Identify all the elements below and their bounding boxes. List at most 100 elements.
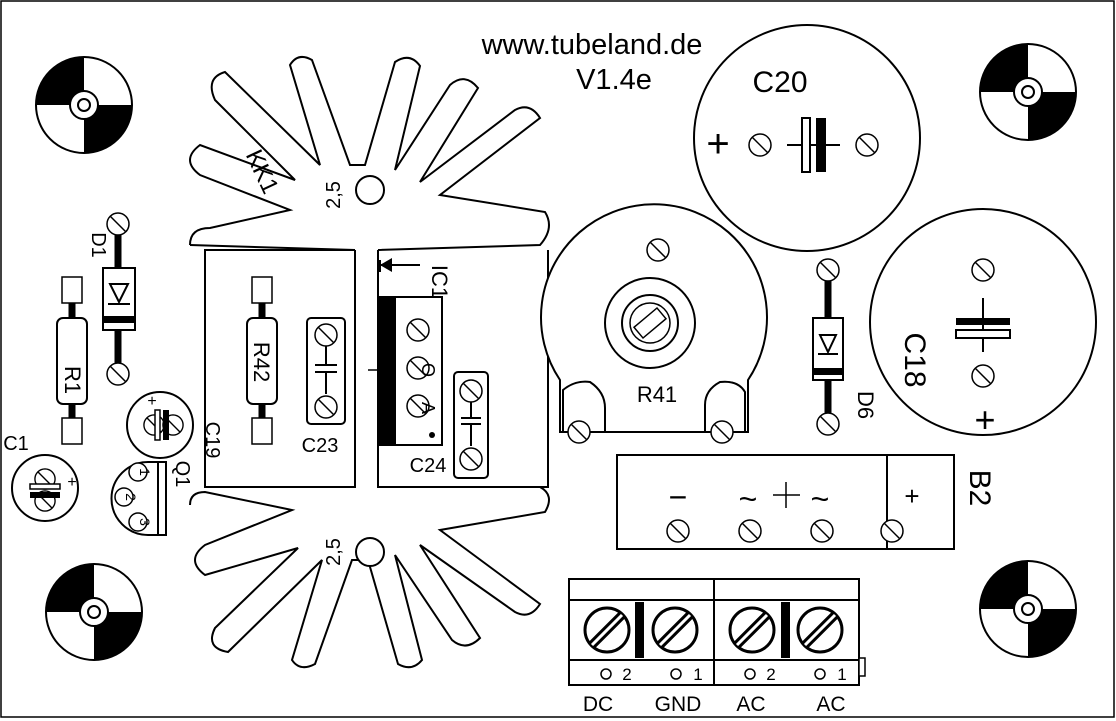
c1-plate-minus [30,492,60,498]
mount-hole-bottom-right-icon [979,560,1077,658]
c18-plate-minus [956,318,1010,325]
q1-pad-2 [114,487,134,507]
d6-diode-symbol [818,334,838,355]
c23-label: C23 [302,435,339,457]
terminal-screw-ac2-icon [798,608,842,652]
r41-label: R41 [637,382,677,407]
c20-pad-minus [855,133,879,157]
c23-pad-top [314,323,338,347]
terminal-pin1-label-right: 1 [837,665,846,684]
mount-hole-bottom-left-icon [45,563,143,661]
c18-label: C18 [898,332,931,387]
r41-trimmer [540,203,768,433]
ic1-arrow-head [380,258,392,272]
q1-pin1-label: 1 [137,468,153,476]
c1-plus-marking: + [67,474,76,491]
ic1-tab [380,297,396,445]
c20-plate-minus [816,118,826,172]
b2-ac-marking-left: ~ [739,481,758,517]
r42-pad-bottom [251,417,273,445]
terminal-pin2-dot-right [744,668,756,680]
terminal-label-ac-2: AC [816,693,845,716]
r42-body [246,317,278,405]
b2-pad-ac2 [810,519,834,543]
b2-minus-marking: − [669,479,688,515]
heatsink-hole-top [355,175,385,205]
c19-plate-plus [154,409,161,441]
terminal-pin2-dot-left [600,668,612,680]
heatsink-hole-top-label: 2,5 [323,181,345,209]
b2-ac-marking-right: ~ [811,481,830,517]
b2-pad-minus [666,519,690,543]
terminal-pin2-label-left: 2 [622,665,631,684]
terminal-pin2-label-right: 2 [766,665,775,684]
d6-pad-bottom [816,412,840,436]
b2-label: B2 [963,470,996,507]
d1-pad-top [106,212,130,236]
d1-label: D1 [87,232,109,258]
r1-body [56,317,88,405]
r1-pad-bottom [61,417,83,445]
ic1-pin-o-marking: O [418,363,438,377]
terminal-screw-dc-icon [585,608,629,652]
heatsink-hole-bottom [355,537,385,567]
r1-label: R1 [60,366,85,394]
q1-pin3-label: 3 [137,518,153,526]
c24-cap-symbol [461,402,481,446]
ic1-pin1-dot [429,432,435,438]
q1-pad-3 [128,512,148,532]
c19-plus-marking: + [147,393,156,410]
r41-pad-top [646,238,670,262]
b2-pad-ac1 [738,519,762,543]
d1-cathode-band [103,316,135,323]
terminal-pin1-label-left: 1 [693,665,702,684]
heatsink-hole-bottom-label: 2,5 [323,538,345,566]
c20-plus-marking: + [706,122,729,166]
c19-label: C19 [201,422,223,459]
c20-plate-plus [801,117,811,173]
d6-cathode-band [813,368,843,375]
q1-pin2-label: 2 [123,493,139,501]
c24-label: C24 [410,455,447,477]
c19-plate-minus [163,410,169,440]
website-url: www.tubeland.de [481,29,703,61]
c20-label: C20 [752,66,807,99]
c23-cap-symbol [315,346,337,394]
c24-pad-top [459,379,483,403]
q1-pad-1 [128,462,148,482]
mount-hole-top-left-icon [35,56,133,154]
c20-pad-plus [748,133,772,157]
c19-pad-left [143,414,165,436]
r42-pad-top [251,276,273,304]
c24-pad-bottom [459,447,483,471]
b2-center-plus-symbol [773,482,800,508]
terminal-screw-gnd-icon [653,608,697,652]
d6-pad-top [816,258,840,282]
c18-plus-marking: + [974,399,995,440]
c1-plate-plus [29,483,61,490]
r41-pad-left [567,420,591,444]
d1-pad-bottom [106,362,130,386]
c18-pad-minus [971,258,995,282]
ic1-label: IC1 [427,265,452,299]
b2-pad-plus [880,519,904,543]
r41-pad-right [710,420,734,444]
q1-label: Q1 [171,461,193,488]
c18-plate-plus [955,329,1011,339]
terminal-label-ac-1: AC [736,693,765,716]
d1-diode-symbol [108,283,130,305]
c23-pad-bottom [314,395,338,419]
b2-plus-marking: + [904,481,919,511]
board-version: V1.4e [576,64,652,96]
c18-pad-plus [971,364,995,388]
d6-label: D6 [853,391,878,419]
ic1-pad-1 [406,318,430,342]
terminal-label-dc: DC [583,693,613,716]
r42-label: R42 [249,342,274,382]
mount-hole-top-right-icon [979,43,1077,141]
terminal-label-gnd: GND [655,693,702,716]
r1-pad-top [61,276,83,304]
terminal-pin1-dot-left [670,668,682,680]
terminal-screw-ac1-icon [730,608,774,652]
